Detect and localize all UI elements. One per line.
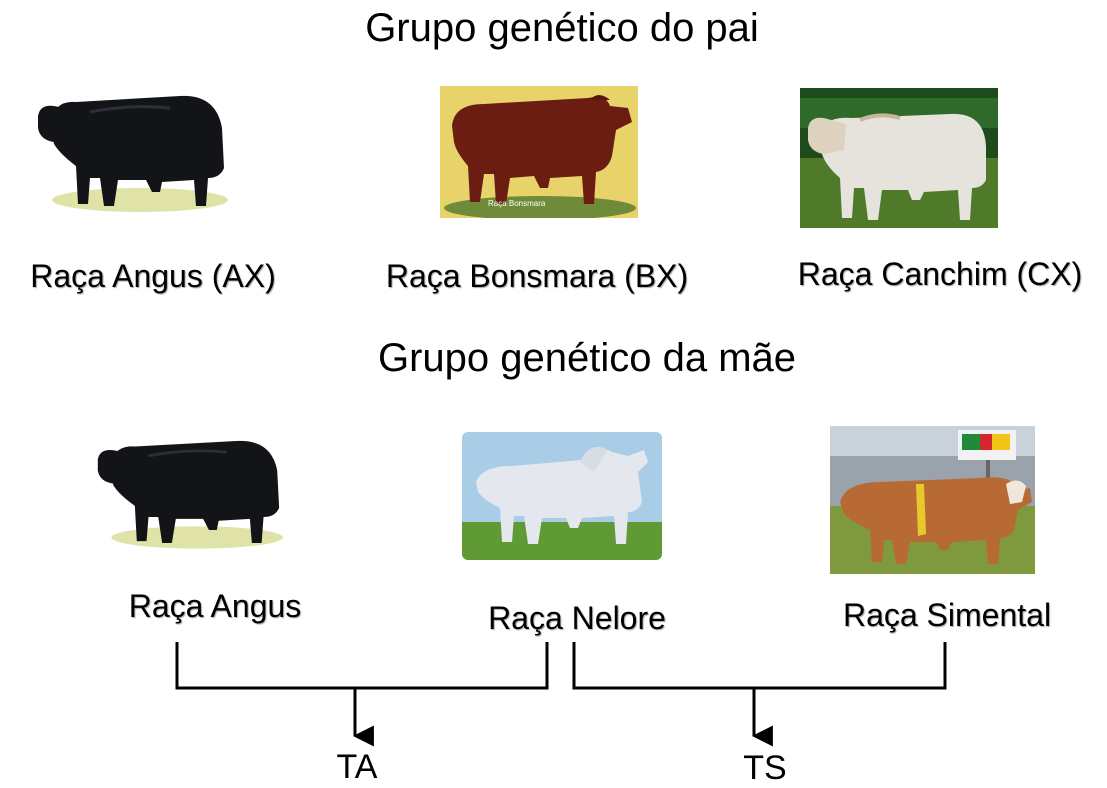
sire-group-title: Grupo genético do pai: [365, 6, 759, 50]
bonsmara-photo-caption: Raça Bonsmara: [488, 199, 546, 208]
simmental-bull-image: [830, 426, 1035, 574]
white-canchim-bull-image: [800, 88, 998, 228]
ts-bracket: [572, 642, 947, 690]
sire-bonsmara-photo: Raça Bonsmara: [440, 86, 638, 218]
ta-bracket: [175, 642, 549, 690]
cross-ts-label: TS: [743, 749, 787, 787]
dam-angus-label: Raça Angus: [128, 588, 302, 624]
sire-angus-label: Raça Angus (AX): [30, 258, 276, 294]
black-angus-bull-image: [30, 82, 230, 220]
dam-simmental-photo: [830, 426, 1035, 574]
sire-bonsmara-label: Raça Bonsmara (BX): [385, 258, 689, 294]
sire-angus-photo: [30, 82, 230, 220]
dam-group-title: Grupo genético da mãe: [377, 336, 797, 380]
dam-nelore-photo: [462, 432, 662, 560]
dam-angus-photo: [90, 428, 285, 556]
white-nelore-bull-image: [462, 432, 662, 560]
sire-canchim-label: Raça Canchim (CX): [797, 256, 1083, 292]
dam-simmental-label: Raça Simental: [842, 597, 1052, 633]
red-bonsmara-bull-image: Raça Bonsmara: [440, 86, 638, 218]
dam-nelore-label: Raça Nelore: [488, 600, 666, 636]
black-angus-bull-image: [90, 428, 285, 556]
sire-canchim-photo: [800, 88, 998, 228]
cross-ta-label: TA: [336, 748, 378, 786]
